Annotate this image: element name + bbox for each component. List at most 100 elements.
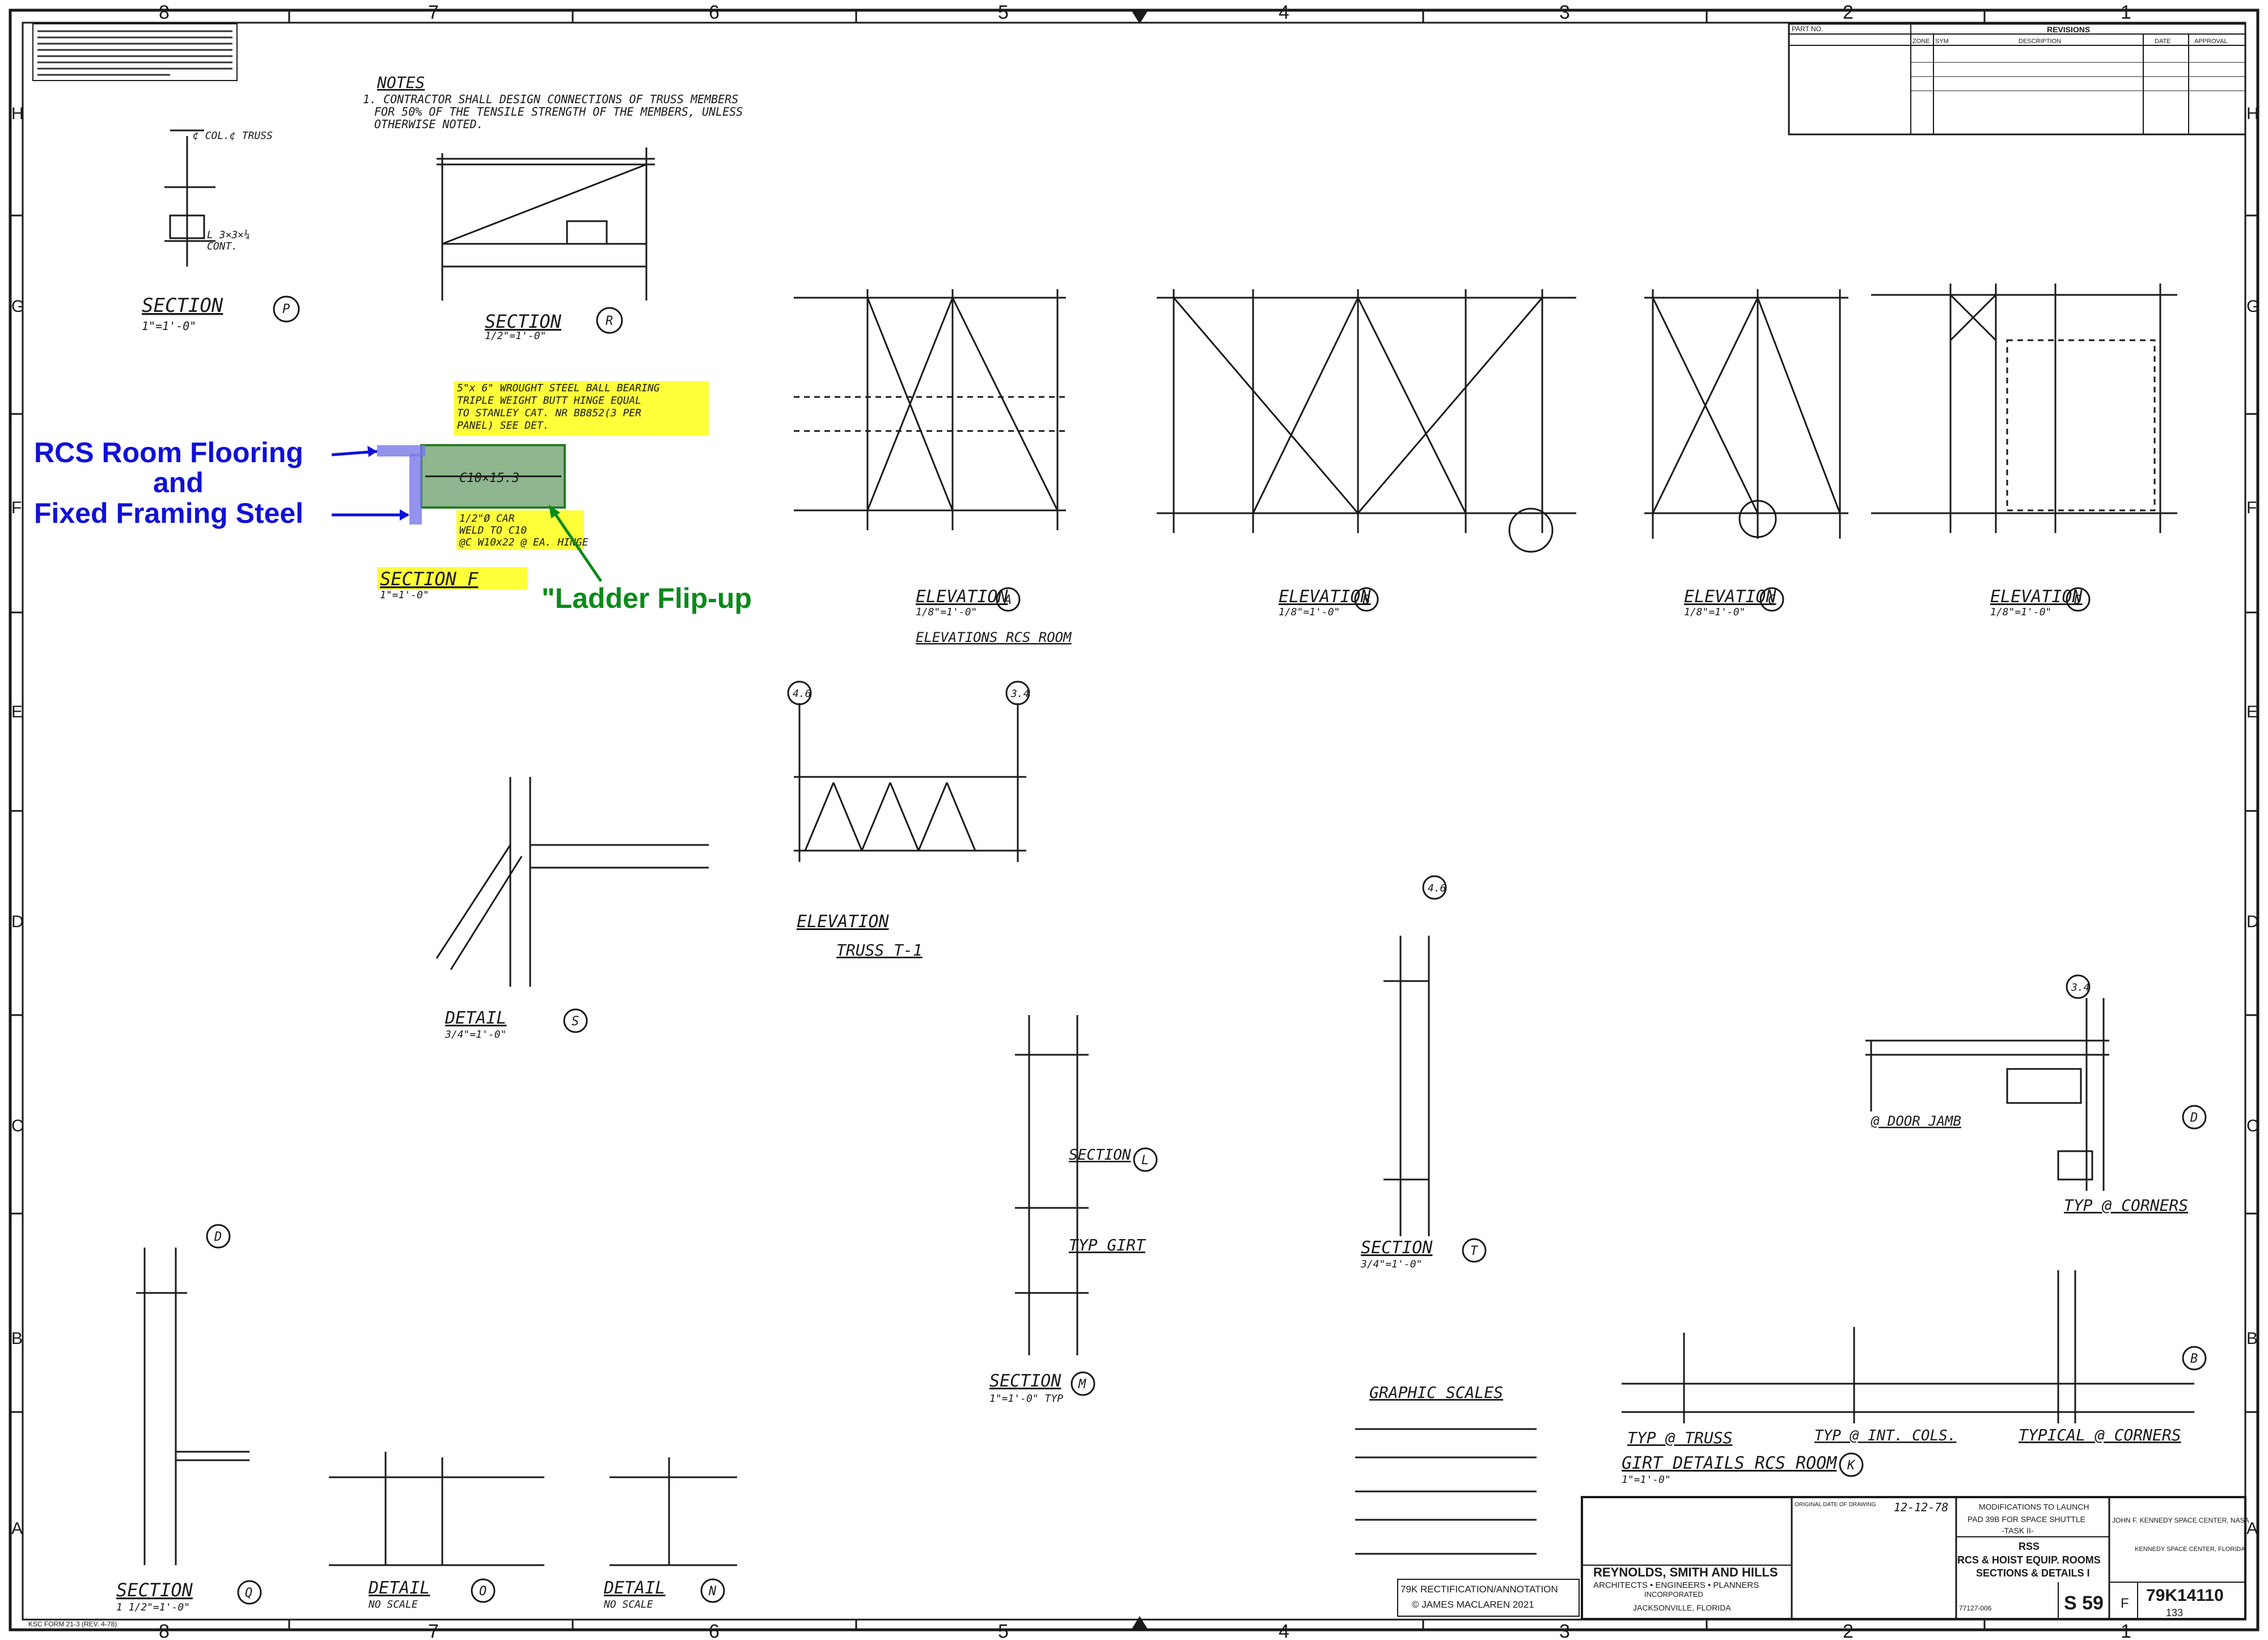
typ-corners-title: TYP @ CORNERS [2064,1196,2188,1215]
rcs-annotation-line1: RCS Room Flooring [34,437,303,468]
drawing-size: F [2121,1596,2129,1611]
rev-col-desc: DESCRIPTION [2019,38,2061,45]
svg-text:R: R [606,314,613,328]
car-note-line: @C W10x22 @ EA. HINGE [459,536,589,548]
notes-line: OTHERWISE NOTED. [374,117,484,131]
column-markers-top: 8 7 6 5 4 3 2 1 [159,2,2131,23]
svg-text:L: L [1141,1153,1149,1168]
truss-t1-frame [794,703,1026,862]
notes-heading: NOTES [376,73,425,92]
border-ticks [10,10,2258,1630]
col-marker: 3 [1559,2,1570,23]
svg-text:¢ COL.¢ TRUSS: ¢ COL.¢ TRUSS [193,130,273,142]
girt-details-scale: 1"=1'-0" [1622,1474,1671,1486]
section-p-bubble [273,295,300,323]
col-marker: 7 [428,2,439,23]
typ-int-cols-title: TYP @ INT. COLS. [1814,1427,1956,1444]
fixed-steel-highlight-vertical [409,454,422,525]
svg-text:4.6: 4.6 [793,688,811,700]
col-marker: 4 [1279,2,1289,23]
graphic-scales-title: GRAPHIC SCALES [1369,1383,1503,1402]
col-marker: 4 [1279,1621,1289,1640]
mod-line2: PAD 39B FOR SPACE SHUTTLE [1967,1515,2085,1524]
row-markers-right: H G F E D C B A [2246,104,2259,1538]
hinge-note-line: TRIPLE WEIGHT BUTT HINGE EQUAL [457,395,641,407]
detail-s-title: DETAIL [445,1008,506,1028]
ksc-name: JOHN F. KENNEDY SPACE CENTER, NASA [2112,1516,2249,1524]
elevation-a-frame [794,289,1066,530]
col-marker: 2 [1843,2,1854,23]
section-m-title: SECTION [989,1371,1061,1391]
svg-text:K: K [1847,1459,1856,1473]
rev-col-approval: APPROVAL [2194,38,2228,45]
truss-elevation-title: ELEVATION [797,912,889,932]
notice-text-lines [37,30,232,76]
row-marker: D [11,912,24,931]
drawing-title-1: RCS & HOIST EQUIP. ROOMS [1957,1554,2101,1566]
section-l-title: SECTION [1069,1147,1131,1164]
center-arrow-top [1131,10,1148,24]
elevation-b-frame [1157,289,1576,553]
firm-name: REYNOLDS, SMITH AND HILLS [1593,1565,1778,1579]
col-marker: 1 [2121,1621,2131,1640]
elevation-b-title: ELEVATION [1279,587,1371,607]
girt-details-drawing [1622,1270,2194,1423]
col-marker: 7 [428,1621,439,1640]
detail-s-scale: 3/4"=1'-0" [445,1029,506,1041]
rev-col-sym: SYM [1935,38,1949,45]
col-marker: 6 [709,2,720,23]
hinge-note-line: TO STANLEY CAT. NR BB852(3 PER [457,407,641,419]
detail-s-drawing [435,777,709,987]
ksc-form-label: KSC FORM 21-3 (REV. 4-78) [28,1620,117,1628]
row-marker: B [2246,1329,2258,1348]
section-q-scale: 1 1/2"=1'-0" [116,1601,190,1613]
rev-col-date: DATE [2155,38,2171,45]
svg-text:L 3×3×¼: L 3×3×¼ [207,229,250,241]
notes-line: FOR 50% OF THE TENSILE STRENGTH OF THE M… [374,105,743,119]
section-f-scale: 1"=1'-0" [380,589,429,601]
svg-text:T: T [1470,1244,1479,1258]
row-marker: G [11,297,24,316]
row-marker: C [2246,1117,2259,1135]
mod-line3: -TASK II- [2002,1526,2034,1535]
svg-text:D: D [2074,593,2081,607]
col-marker: 8 [159,2,170,23]
car-note: 1/2"Ø CAR WELD TO C10 @C W10x22 @ EA. HI… [456,510,589,550]
detail-n-scale: NO SCALE [603,1599,653,1611]
col-marker: 8 [159,1621,170,1640]
elevation-scale: 1/8"=1'-0" [1684,606,1745,618]
row-markers-left: H G F E D C B A [11,104,24,1538]
section-p-title: SECTION [142,294,223,317]
section-f-title: SECTION F [380,568,479,590]
elevation-c-title: ELEVATION [1684,587,1776,607]
svg-text:N: N [708,1584,717,1599]
svg-text:B: B [2190,1352,2198,1366]
elevation-scale: 1/8"=1'-0" [916,606,977,618]
svg-text:3.4: 3.4 [2071,982,2090,994]
truss-t1-title: TRUSS T-1 [836,941,923,960]
door-jamb-title: @ DOOR JAMB [1871,1113,1961,1129]
hinge-note-line: 5"x 6" WROUGHT STEEL BALL BEARING [457,382,660,394]
title-block: REYNOLDS, SMITH AND HILLS ARCHITECTS • E… [1397,1496,2249,1620]
typ-truss-title: TYP @ TRUSS [1627,1428,1732,1447]
section-r-detail [437,147,655,301]
section-q-title: SECTION [116,1579,193,1601]
original-date-label: ORIGINAL DATE OF DRAWING [1795,1502,1876,1508]
detail-o-drawing [329,1452,737,1566]
row-marker: E [2246,703,2258,721]
elevation-scale: 1/8"=1'-0" [1279,606,1340,618]
svg-text:D: D [2190,1111,2198,1125]
elevation-a-title: ELEVATION [916,587,1008,607]
svg-text:P: P [282,302,290,316]
drawing-title-2: SECTIONS & DETAILS I [1976,1567,2090,1579]
svg-text:C: C [1768,593,1776,607]
rcs-annotation-line2: and [153,467,204,498]
row-marker: F [11,498,22,517]
drawing-frame [22,22,2246,1621]
svg-text:C10×15.3: C10×15.3 [459,471,519,485]
graphic-scale-bars [1355,1428,1537,1555]
typical-corners-title: TYPICAL @ CORNERS [2019,1426,2181,1444]
col-marker: 2 [1843,1621,1854,1640]
typ-girt-title: TYP GIRT [1069,1236,1146,1254]
